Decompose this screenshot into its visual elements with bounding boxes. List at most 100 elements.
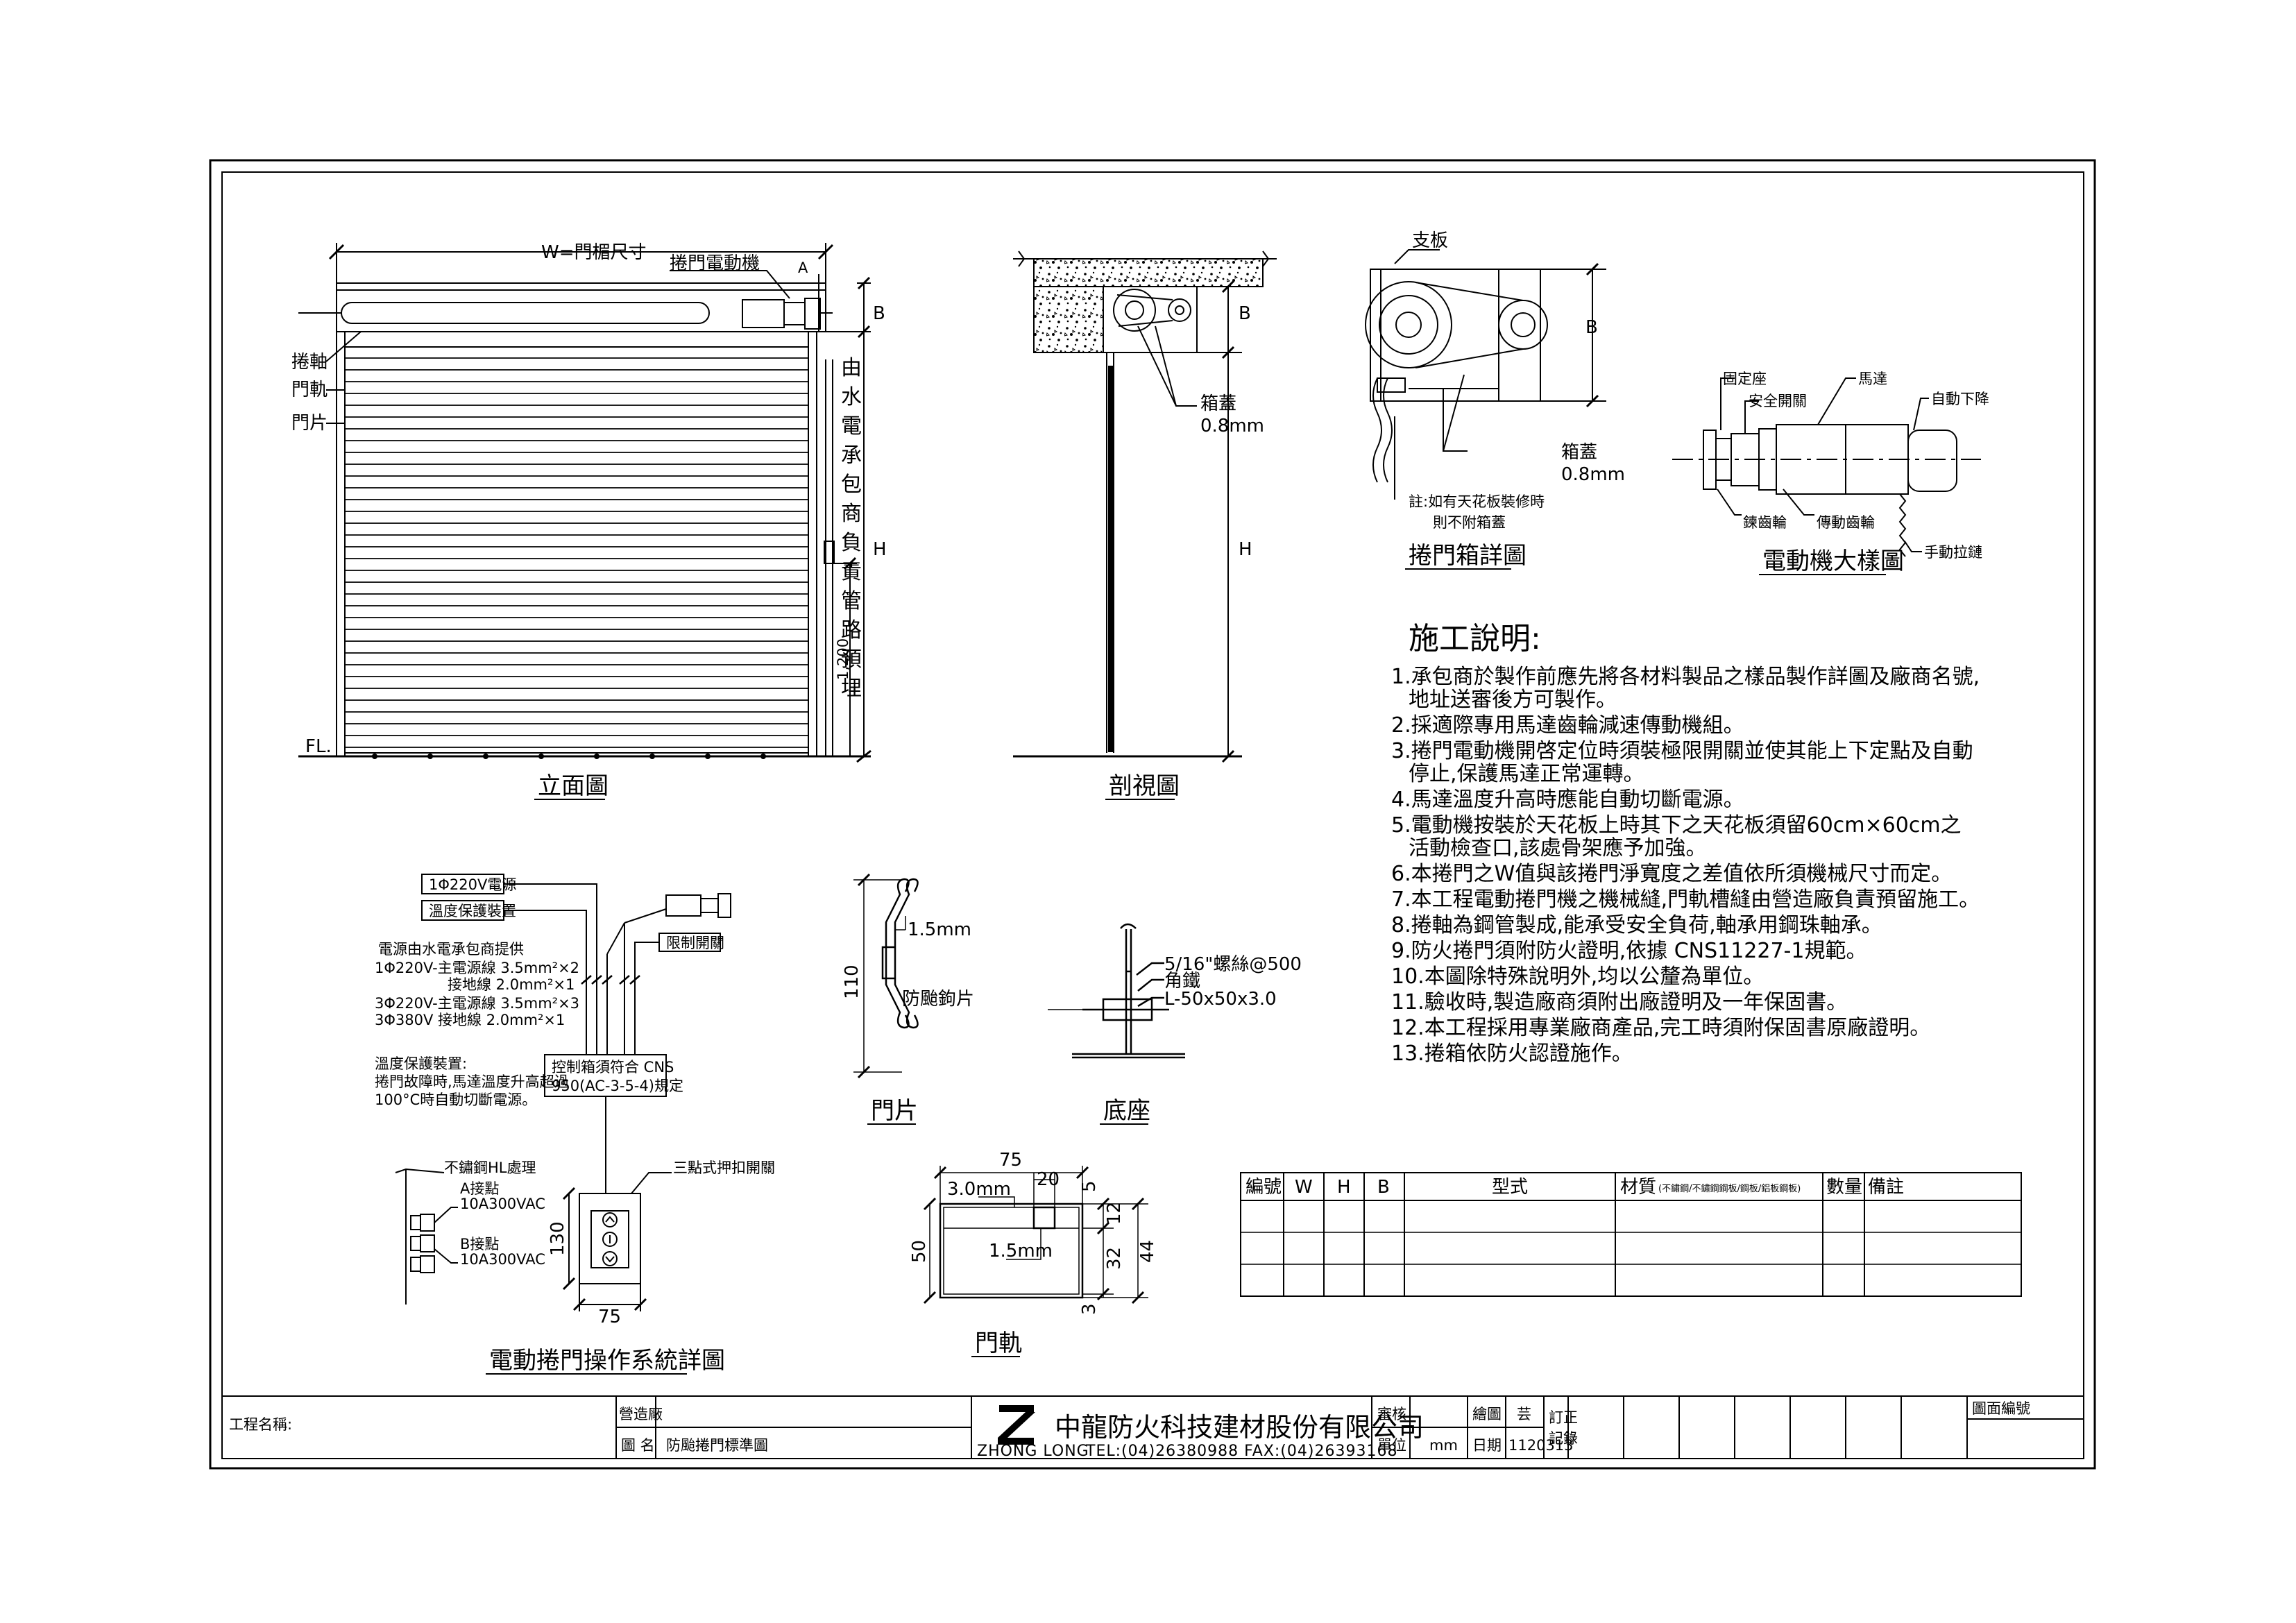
title-unit-label: 單位 (1377, 1437, 1406, 1454)
note-line: 7.本工程電動捲門機之機械縫,門軌槽縫由營造廠負責預留施工。 (1391, 887, 1980, 912)
control-temp-note-2: 捲門故障時,馬達溫度升高超過 (375, 1073, 569, 1090)
motor-motor: 馬達 (1858, 371, 1887, 387)
rail-dim-20: 20 (1037, 1169, 1060, 1190)
rail-dim-50: 50 (909, 1240, 930, 1263)
motor-detail-title: 電動機大樣圖 (1762, 547, 1904, 575)
rail-dim-3: 3.0mm (947, 1179, 1011, 1200)
box-detail-note-2: 則不附箱蓋 (1433, 514, 1506, 531)
elevation-motor-label: 捲門電動機 (670, 253, 760, 274)
control-dim-75: 75 (598, 1307, 621, 1327)
title-date-label: 日期 (1472, 1437, 1502, 1454)
base-title: 底座 (1103, 1097, 1150, 1125)
rail-dim-12: 12 (1104, 1202, 1125, 1225)
note-line: 6.本捲門之W值與該捲門淨寬度之差值依所須機械尺寸而定。 (1391, 862, 1952, 886)
elevation-view (298, 243, 871, 763)
section-view (1013, 250, 1277, 763)
base-angle-label: 角鐵 (1164, 971, 1200, 992)
title-draw-label: 繪圖 (1472, 1406, 1502, 1422)
title-drawing-name-label: 圖 名 (621, 1437, 655, 1454)
note-line: 4.馬達溫度升高時應能自動切斷電源。 (1391, 788, 1744, 812)
rail-dim-15: 1.5mm (989, 1241, 1053, 1261)
control-dim-130: 130 (547, 1221, 568, 1256)
notes-heading: 施工說明: (1409, 621, 1541, 656)
box-detail-box-thickness: 0.8mm (1561, 464, 1625, 485)
note-line: 12.本工程採用專業廠商產品,完工時須附保固書原廠證明。 (1391, 1016, 1930, 1040)
schedule-header-type: 型式 (1492, 1177, 1528, 1198)
box-detail-plate-label: 支板 (1412, 230, 1448, 251)
schedule-header-qty: 數量 (1826, 1177, 1862, 1198)
motor-chain-wheel: 鍊齒輪 (1743, 514, 1787, 531)
elevation-fl: FL. (305, 736, 332, 757)
rail-dim-top: 75 (999, 1150, 1022, 1171)
vertical-note-char: 由 (841, 356, 862, 380)
control-wiring-3: 3Φ220V-主電源線 3.5mm²×3 (375, 995, 579, 1012)
title-unit-value: mm (1429, 1437, 1458, 1454)
title-company-name: 中龍防火科技建材股份有限公司 (1055, 1412, 1424, 1443)
note-line: 8.捲軸為鋼管製成,能承受安全負荷,軸承用鋼珠軸承。 (1391, 913, 1882, 937)
title-drawing-no-label: 圖面編號 (1972, 1400, 2030, 1417)
control-title: 電動捲門操作系統詳圖 (489, 1347, 725, 1375)
slat-hook-label: 防颱鉤片 (902, 989, 974, 1010)
inner-border (221, 171, 2084, 1459)
elevation-mark-a: A (798, 260, 808, 276)
vertical-note-char: 責 (841, 560, 862, 584)
slat-detail-view (853, 873, 919, 1079)
title-contractor-label: 營造廠 (619, 1406, 663, 1422)
title-project-label: 工程名稱: (229, 1416, 292, 1433)
vertical-note-char: 預 (841, 647, 862, 672)
elevation-axle-label: 捲軸 (291, 352, 328, 373)
vertical-note-char: 路 (841, 618, 862, 643)
base-angle-size: L-50x50x3.0 (1164, 989, 1277, 1010)
elevation-mark-h: H (873, 539, 887, 560)
note-line: 1.承包商於製作前應先將各材料製品之樣品製作詳圖及廠商名號, (1391, 665, 1980, 689)
note-line: 11.驗收時,製造廠商須附出廠證明及一年保固書。 (1391, 990, 1847, 1014)
rail-detail-view (923, 1166, 1148, 1305)
control-controller-line2: 950(AC-3-5-4)規定 (552, 1078, 683, 1094)
schedule-header-b: B (1377, 1177, 1390, 1198)
note-line: 停止,保護馬達正常運轉。 (1409, 762, 1644, 786)
control-wiring-4: 3Φ380V 接地線 2.0mm²×1 (375, 1012, 565, 1028)
schedule-table (1240, 1172, 2022, 1297)
control-power-box: 1Φ220V電源 (429, 876, 516, 893)
vertical-note-char: 電 (841, 414, 862, 439)
control-power-heading: 電源由水電承包商提供 (378, 941, 524, 958)
outer-border (209, 159, 2096, 1470)
note-line: 2.採適際專用馬達齒輪減速傳動機組。 (1391, 713, 1744, 738)
curtain-slats (345, 357, 808, 748)
elevation-vertical-note: 由 水 電 承 包 商 負 責 管 路 預 埋 (841, 356, 862, 701)
note-line: 10.本圖除特殊說明外,均以公釐為單位。 (1391, 965, 1764, 989)
box-detail-view (1365, 249, 1606, 500)
control-temp-box: 溫度保護裝置 (429, 903, 516, 919)
box-detail-mark-b: B (1585, 317, 1598, 338)
slat-height: 110 (842, 965, 862, 999)
section-box-thickness: 0.8mm (1200, 416, 1264, 436)
control-contact-b: B接點 (460, 1236, 499, 1252)
rail-dim-44: 44 (1137, 1240, 1158, 1263)
schedule-header-material: 材質 (1620, 1177, 1656, 1198)
motor-auto-down: 自動下降 (1931, 391, 1989, 407)
title-company-en: ZHONG LONG (977, 1443, 1089, 1460)
elevation-rail-label: 門軌 (291, 380, 328, 400)
motor-hand-chain: 手動拉鏈 (1924, 544, 1982, 561)
title-contact: TEL:(04)26380988 FAX:(04)26393168 (1085, 1443, 1397, 1460)
schedule-header-remarks: 備註 (1868, 1177, 1904, 1198)
vertical-note-char: 負 (841, 531, 862, 555)
title-block (222, 1395, 2084, 1459)
slat-title: 門片 (871, 1097, 918, 1125)
control-limit-box: 限制開關 (666, 935, 724, 951)
slat-thickness: 1.5mm (908, 919, 971, 940)
title-date-value: 1120313 (1508, 1437, 1574, 1454)
control-plate-label: 不鏽鋼HL處理 (444, 1159, 536, 1176)
title-revision-label-2: 記錄 (1549, 1430, 1578, 1447)
rail-dim-3b: 3 (1079, 1303, 1100, 1315)
base-detail-view (1048, 923, 1185, 1059)
control-switch-label: 三點式押扣開關 (673, 1159, 775, 1176)
section-box-label: 箱蓋 (1200, 393, 1236, 414)
box-detail-note-1: 註:如有天花板裝修時 (1409, 493, 1545, 510)
note-line: 地址送審後方可製作。 (1409, 688, 1617, 712)
motor-drive-gear: 傳動齒輪 (1817, 514, 1875, 531)
vertical-note-char: 承 (841, 443, 862, 468)
vertical-note-char: 包 (841, 473, 862, 497)
company-logo-icon (998, 1405, 1035, 1445)
